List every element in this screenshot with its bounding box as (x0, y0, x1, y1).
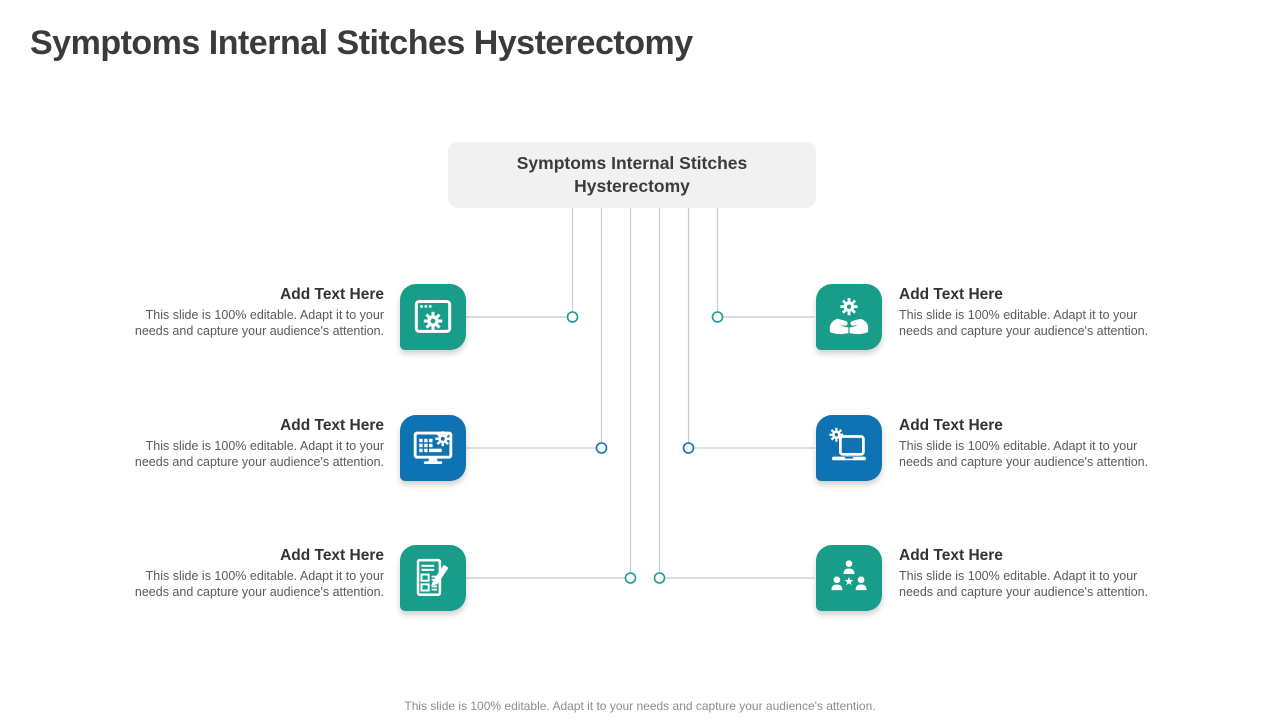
item-body: This slide is 100% editable. Adapt it to… (134, 569, 384, 599)
item-block-right-2: Add Text Here This slide is 100% editabl… (899, 416, 1171, 470)
person-glyph (855, 576, 867, 591)
item-block-right-3: Add Text Here This slide is 100% editabl… (899, 546, 1171, 600)
laptop-gear-icon (829, 427, 867, 461)
node-circle (595, 442, 608, 454)
browser-gear-icon (414, 299, 452, 333)
item-block-left-1: Add Text Here This slide is 100% editabl… (110, 285, 384, 339)
tile-document-pencil (400, 545, 466, 611)
document-pencil-icon (416, 558, 449, 596)
team-star-icon (831, 560, 867, 591)
gear-glyph (435, 431, 451, 447)
gear-glyph (840, 298, 858, 316)
item-heading: Add Text Here (899, 286, 1003, 303)
node-circle (566, 311, 579, 323)
node-circle (653, 572, 666, 584)
item-body: This slide is 100% editable. Adapt it to… (134, 439, 384, 469)
tile-browser-gear (400, 284, 466, 350)
tile-team-star (816, 545, 882, 611)
monitor-gear-icon (413, 431, 453, 464)
tile-monitor-gear (400, 415, 466, 481)
item-body: This slide is 100% editable. Adapt it to… (899, 569, 1149, 599)
item-block-left-2: Add Text Here This slide is 100% editabl… (110, 416, 384, 470)
star-glyph (844, 576, 854, 586)
item-block-left-3: Add Text Here This slide is 100% editabl… (110, 546, 384, 600)
item-body: This slide is 100% editable. Adapt it to… (899, 308, 1149, 338)
item-body: This slide is 100% editable. Adapt it to… (899, 439, 1149, 469)
person-glyph (843, 560, 855, 574)
pencil-glyph (433, 564, 449, 584)
node-circle (682, 442, 695, 454)
hands-gear-icon (829, 298, 869, 335)
person-glyph (831, 576, 843, 591)
connector-line-group (466, 208, 815, 579)
center-hub-box: Symptoms Internal Stitches Hysterectomy (448, 142, 816, 208)
item-heading: Add Text Here (280, 286, 384, 303)
item-body: This slide is 100% editable. Adapt it to… (134, 308, 384, 338)
footer-note: This slide is 100% editable. Adapt it to… (404, 699, 876, 713)
item-heading: Add Text Here (280, 417, 384, 434)
gear-glyph (423, 311, 443, 331)
tile-hands-gear (816, 284, 882, 350)
item-heading: Add Text Here (280, 547, 384, 564)
item-block-right-1: Add Text Here This slide is 100% editabl… (899, 285, 1171, 339)
node-circle (711, 311, 724, 323)
item-heading: Add Text Here (899, 547, 1003, 564)
node-circle (624, 572, 637, 584)
item-heading: Add Text Here (899, 417, 1003, 434)
hands-glyph (829, 318, 869, 335)
connector-node-circles (566, 311, 724, 584)
tile-laptop-gear (816, 415, 882, 481)
slide-title: Symptoms Internal Stitches Hysterectomy (30, 24, 693, 62)
